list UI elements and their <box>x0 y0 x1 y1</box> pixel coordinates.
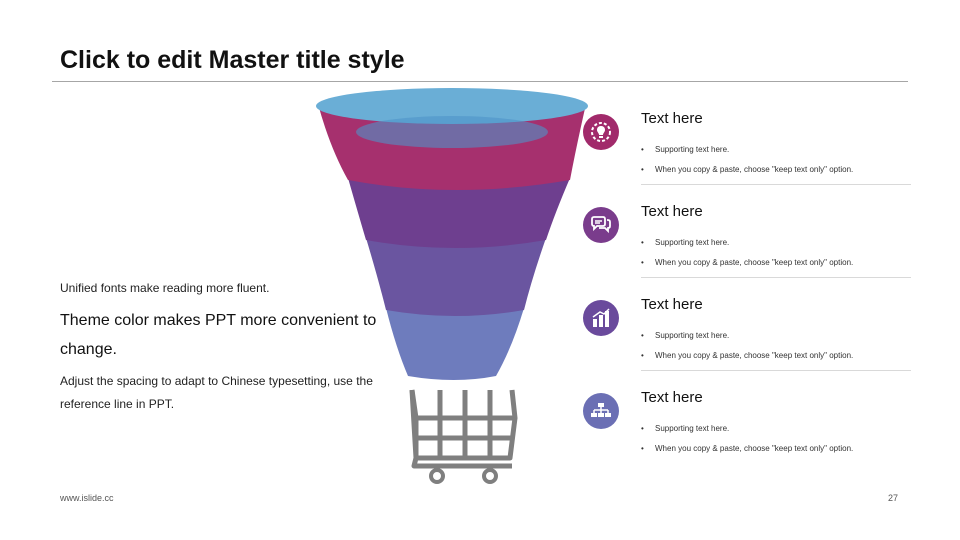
shopping-cart-icon <box>412 390 515 482</box>
bullet-list: •Supporting text here. •When you copy & … <box>641 233 853 273</box>
item-title[interactable]: Text here <box>641 110 703 127</box>
item-separator <box>641 184 911 185</box>
bullet-item: •Supporting text here. <box>641 233 853 253</box>
icon-circle-2 <box>583 207 619 243</box>
spacing-note[interactable]: Adjust the spacing to adapt to Chinese t… <box>60 370 390 416</box>
item-title[interactable]: Text here <box>641 203 703 220</box>
item-separator <box>641 370 911 371</box>
slide-title[interactable]: Click to edit Master title style <box>60 46 405 75</box>
bullet-list: •Supporting text here. •When you copy & … <box>641 419 853 459</box>
footer-url: www.islide.cc <box>60 493 114 503</box>
item-separator <box>641 277 911 278</box>
bullet-item: •When you copy & paste, choose "keep tex… <box>641 160 853 180</box>
left-text-block: Unified fonts make reading more fluent. … <box>60 278 390 416</box>
item-title[interactable]: Text here <box>641 389 703 406</box>
funnel-segment-blue <box>386 308 524 380</box>
bullet-item: •Supporting text here. <box>641 140 853 160</box>
theme-color-note[interactable]: Theme color makes PPT more convenient to… <box>60 306 390 364</box>
fonts-note[interactable]: Unified fonts make reading more fluent. <box>60 278 390 298</box>
bullet-item: •When you copy & paste, choose "keep tex… <box>641 439 853 459</box>
page-number: 27 <box>888 493 898 503</box>
item-title[interactable]: Text here <box>641 296 703 313</box>
icon-circle-3 <box>583 300 619 336</box>
bullet-item: •Supporting text here. <box>641 419 853 439</box>
icon-circle-4 <box>583 393 619 429</box>
bar-chart-icon <box>590 307 612 329</box>
funnel-rim-inner <box>356 116 548 148</box>
bullet-list: •Supporting text here. •When you copy & … <box>641 140 853 180</box>
funnel-segment-violet <box>366 238 546 316</box>
bullet-list: •Supporting text here. •When you copy & … <box>641 326 853 366</box>
title-divider <box>52 81 908 82</box>
bullet-item: •When you copy & paste, choose "keep tex… <box>641 253 853 273</box>
icon-circle-1 <box>583 114 619 150</box>
bullet-item: •When you copy & paste, choose "keep tex… <box>641 346 853 366</box>
org-chart-icon <box>590 400 612 422</box>
bullet-item: •Supporting text here. <box>641 326 853 346</box>
chat-bubbles-icon <box>590 214 612 236</box>
bulb-gear-icon <box>590 121 612 143</box>
